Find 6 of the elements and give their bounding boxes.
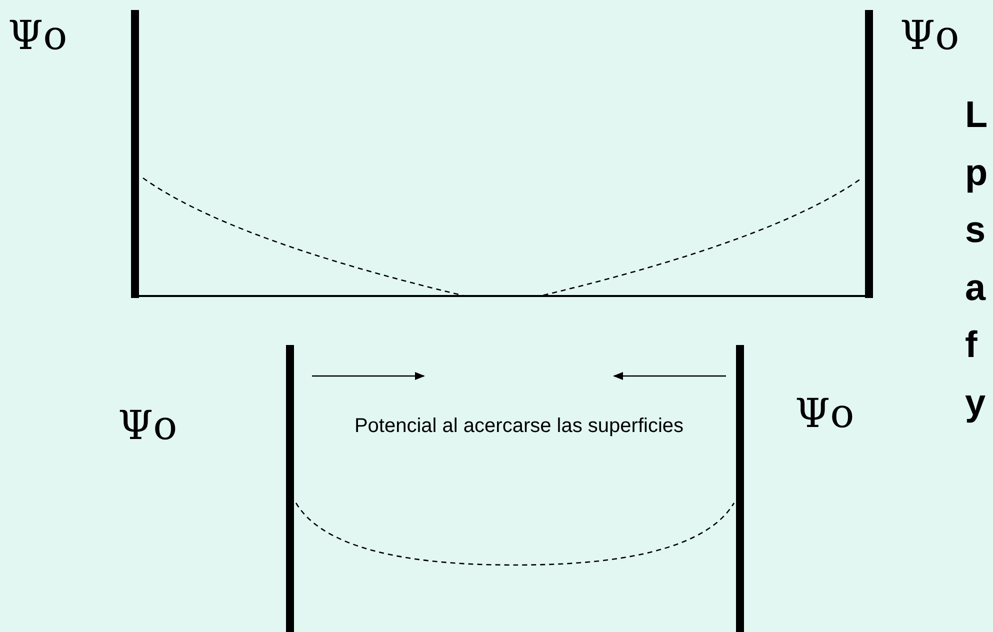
potential-symbol: Ψo — [900, 14, 960, 58]
potential-symbol: Ψo — [8, 14, 68, 58]
side-note: L p s a f y — [965, 93, 989, 425]
potential-symbol: Ψo — [118, 404, 178, 448]
potential-caption: Potencial al acercarse las superficies — [353, 414, 685, 439]
potential-symbol: Ψo — [795, 392, 854, 436]
